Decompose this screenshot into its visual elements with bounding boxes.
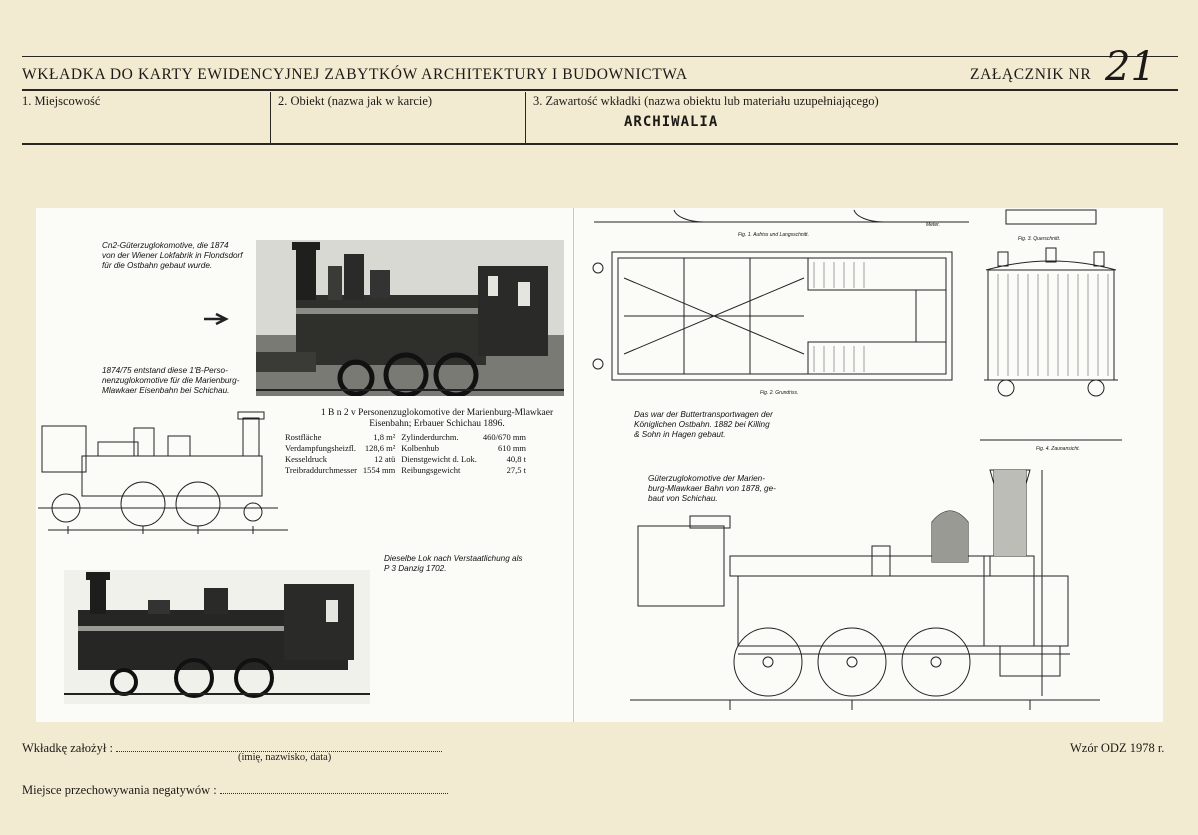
drawing-butter-wagon-plan <box>592 209 969 381</box>
form-version: Wzór ODZ 1978 r. <box>1070 741 1165 755</box>
drawing-1b-locomotive <box>38 411 288 534</box>
caption-danzig: Dieselbe Lok nach Verstaatlichung als P … <box>384 554 523 573</box>
fig2-label: Fig. 2. Grundriss. <box>760 390 799 396</box>
header-rule <box>22 89 1178 91</box>
field-divider <box>270 92 271 144</box>
contents-value: ARCHIWALIA <box>624 114 719 130</box>
spec-heading: 1 B n 2 v Personenzuglokomotive der Mari… <box>320 408 554 429</box>
drawing-butter-wagon-section <box>980 209 1122 441</box>
archival-photocopy: Cn2-Güterzuglokomotive, die 1874 von der… <box>36 208 1163 722</box>
object-label: 2. Obiekt (nazwa jak w karcie) <box>278 94 433 108</box>
negatives-field[interactable]: Miejsce przechowywania negatywów : <box>22 783 448 798</box>
placed-by-line[interactable] <box>116 751 443 752</box>
photo-p3-danzig <box>64 570 370 704</box>
fig1-scale: Meter. <box>926 222 940 228</box>
contents-label: 3. Zawartość wkładki (nazwa obiektu lub … <box>533 94 879 108</box>
fig1-label: Fig. 1. Aufriss und Langsschnitt. <box>738 232 809 238</box>
top-rule <box>22 56 1178 57</box>
negatives-line[interactable] <box>219 793 448 794</box>
annex-label: ZAŁĄCZNIK NR <box>970 66 1092 83</box>
placed-by-field[interactable]: Wkładkę założył : <box>22 741 443 756</box>
caption-goods-locomotive: Güterzuglokomotive der Marien- burg-Mlaw… <box>648 474 776 503</box>
fig3-label: Fig. 3. Querschnitt. <box>1018 236 1061 242</box>
caption-butter-wagon: Das war der Buttertransportwagen der Kön… <box>634 410 773 439</box>
fields-rule <box>22 143 1178 145</box>
negatives-label: Miejsce przechowywania negatywów : <box>22 783 217 797</box>
field-divider <box>525 92 526 144</box>
placed-by-hint: (imię, nazwisko, data) <box>238 752 332 763</box>
caption-1b-personenzug: 1874/75 entstand diese 1'B-Perso- nenzug… <box>102 366 240 395</box>
caption-cn2: Cn2-Güterzuglokomotive, die 1874 von der… <box>102 241 243 270</box>
form-title: WKŁADKA DO KARTY EWIDENCYJNEJ ZABYTKÓW A… <box>22 66 688 83</box>
locality-label: 1. Miejscowość <box>22 94 101 108</box>
page-fold <box>573 208 574 722</box>
placed-by-label: Wkładkę założył : <box>22 741 113 755</box>
annex-number: 21 <box>1105 44 1156 90</box>
arrow-icon <box>204 312 229 326</box>
fig4-label: Fig. 4. Zaunansicht. <box>1036 446 1080 452</box>
photo-cn2-locomotive <box>256 240 564 396</box>
drawing-goods-locomotive <box>630 469 1100 710</box>
